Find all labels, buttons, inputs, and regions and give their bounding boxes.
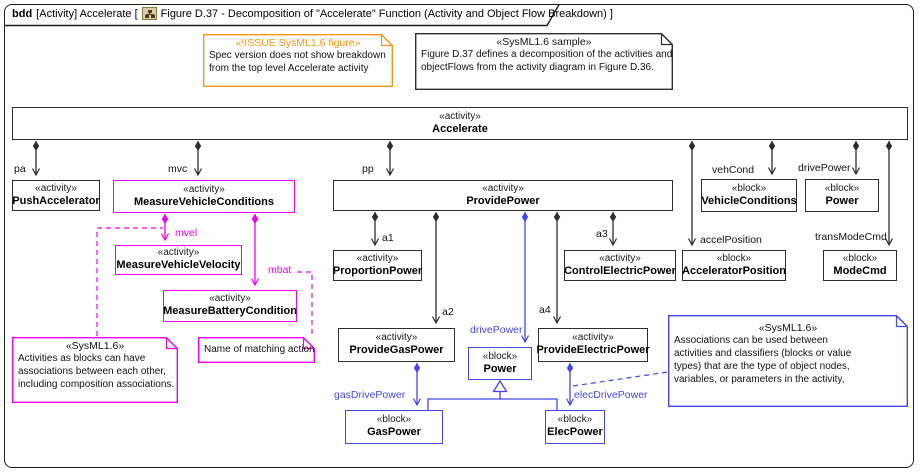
activity-proportion-power[interactable]: «activity» ProportionPower <box>333 250 422 281</box>
activity-provide-power[interactable]: «activity» ProvidePower <box>333 180 673 211</box>
activity-push-accelerator[interactable]: «activity» PushAccelerator <box>12 180 100 211</box>
activity-accelerate[interactable]: «activity» Accelerate <box>12 107 908 140</box>
role-label-accelposition: accelPosition <box>700 234 762 246</box>
role-label-vehcond: vehCond <box>712 164 755 176</box>
note-text: including composition associations. <box>18 379 175 390</box>
note-text: from the top level Accelerate activity <box>209 63 369 74</box>
activity-provide-gas-power[interactable]: «activity» ProvideGasPower <box>338 328 455 362</box>
role-label-mbat: mbat <box>268 264 292 276</box>
role-label-a1: a1 <box>382 232 394 244</box>
note-stereotype: «SysML1.6» <box>65 340 125 352</box>
role-label-elecdrivepower: elecDrivePower <box>574 389 648 401</box>
role-label-a2: a2 <box>442 306 454 318</box>
note-text: Associations can be used between <box>674 335 828 346</box>
note-text: variables, or parameters in the activity… <box>674 374 845 385</box>
block-accelerator-position[interactable]: «block» AcceleratorPosition <box>682 250 786 281</box>
role-label-a3: a3 <box>596 228 608 240</box>
activity-measure-vehicle-conditions[interactable]: «activity» MeasureVehicleConditions <box>113 180 295 213</box>
role-label-transmodecmd: transModeCmd <box>815 231 887 243</box>
associations-note[interactable]: «SysML1.6» Activities as blocks can have… <box>12 337 178 403</box>
role-label-pp: pp <box>362 163 374 175</box>
diagram-tree-icon <box>141 7 157 20</box>
note-text: activities and classifiers (blocks or va… <box>674 348 852 359</box>
activity-provide-electric-power[interactable]: «activity» ProvideElectricPower <box>536 328 650 362</box>
diagram-header: bdd [Activity] Accelerate [ Figure D.37 … <box>12 7 613 20</box>
associations-classifiers-note[interactable]: «SysML1.6» Associations can be used betw… <box>668 315 908 407</box>
role-label-a4: a4 <box>539 304 551 316</box>
diagram-context-label: [Activity] Accelerate [ <box>36 7 138 20</box>
matching-action-note[interactable]: Name of matching action <box>198 337 315 363</box>
note-stereotype: «!ISSUE SysML1.6 figure» <box>235 37 361 49</box>
issue-note[interactable]: «!ISSUE SysML1.6 figure» Spec version do… <box>203 34 393 87</box>
generalization-power <box>427 379 558 410</box>
note-text: Activities as blocks can have <box>18 353 146 364</box>
diagram-figure-label: Figure D.37 - Decomposition of "Accelera… <box>160 7 613 20</box>
note-text: Figure D.37 defines a decomposition of t… <box>421 49 673 60</box>
diagram-kind-label: bdd <box>12 7 33 20</box>
note-stereotype: «SysML1.6 sample» <box>496 36 592 48</box>
activity-measure-vehicle-velocity[interactable]: «activity» MeasureVehicleVelocity <box>115 245 242 275</box>
note-text: Name of matching action <box>204 344 315 355</box>
activity-control-electric-power[interactable]: «activity» ControlElectricPower <box>564 250 676 281</box>
block-vehicle-conditions[interactable]: «block» VehicleConditions <box>701 179 797 212</box>
role-label-pa: pa <box>14 163 26 175</box>
role-label-drivepower-mid: drivePower <box>470 324 523 336</box>
block-power-mid[interactable]: «block» Power <box>468 347 532 380</box>
role-label-mvc: mvc <box>168 163 188 175</box>
role-label-mvel: mvel <box>175 227 198 239</box>
role-label-gasdrivepower: gasDrivePower <box>334 389 406 401</box>
note-text: associations between each other, <box>18 366 166 377</box>
block-elec-power[interactable]: «block» ElecPower <box>545 410 605 444</box>
block-power-top[interactable]: «block» Power <box>805 179 879 212</box>
sample-note[interactable]: «SysML1.6 sample» Figure D.37 defines a … <box>415 33 673 90</box>
note-text: objectFlows from the activity diagram in… <box>421 62 654 73</box>
note-stereotype: «SysML1.6» <box>758 322 818 334</box>
activity-measure-battery-condition[interactable]: «activity» MeasureBatteryCondition <box>163 290 297 322</box>
note-text: types) that are the type of object nodes… <box>674 361 850 372</box>
block-gas-power[interactable]: «block» GasPower <box>345 410 443 444</box>
role-label-drivepower-top: drivePower <box>798 162 851 174</box>
block-mode-cmd[interactable]: «block» ModeCmd <box>823 250 897 281</box>
note-text: Spec version does not show breakdown <box>209 50 386 61</box>
